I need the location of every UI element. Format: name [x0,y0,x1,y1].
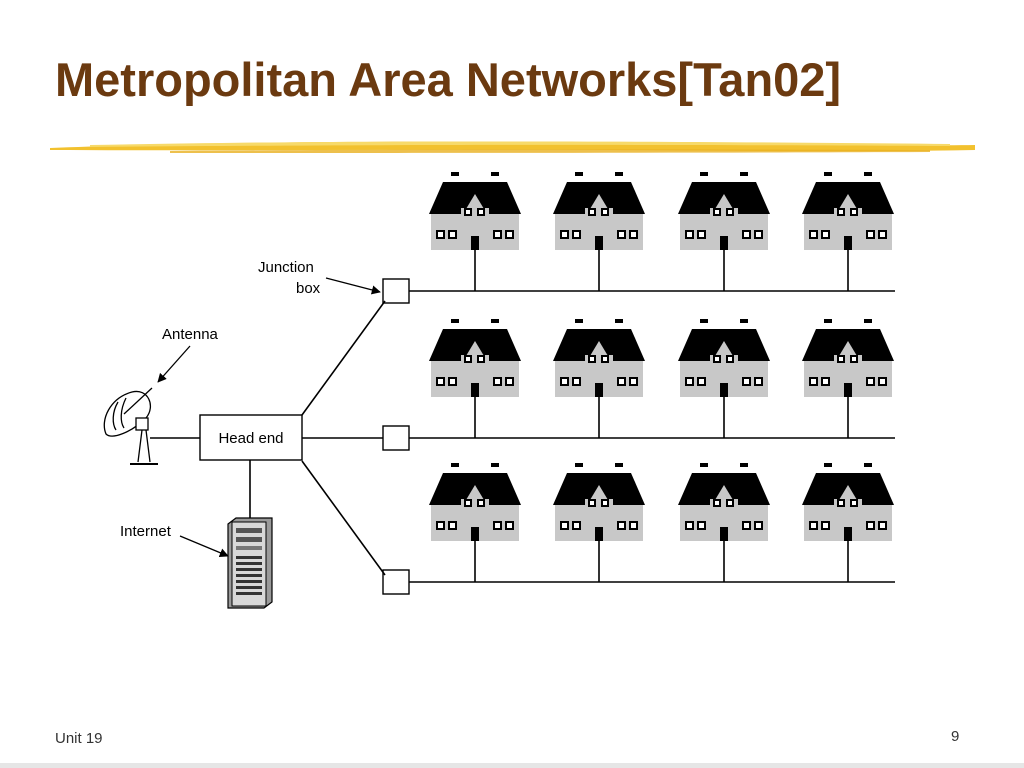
house-icon [678,172,770,250]
houses-row-2 [429,319,894,397]
house-icon [678,463,770,541]
internet-label: Internet [120,523,172,540]
junction-box-label-line1: Junction [258,259,314,276]
head-end-feeders [301,300,386,576]
house-icon [553,172,645,250]
junction-box-arrow [325,277,381,295]
junction-box-label-line2: box [296,280,321,297]
houses-row-3 [429,463,894,541]
server-tower-icon [227,517,273,609]
house-icon [802,319,894,397]
head-end-label: Head end [218,430,283,447]
junction-box [382,425,410,451]
house-icon [553,319,645,397]
house-icon [429,463,521,541]
house-icon [802,463,894,541]
bottom-divider [0,763,1024,768]
junction-box [382,278,410,304]
house-drop-lines [474,250,849,582]
house-icon [802,172,894,250]
house-icon [678,319,770,397]
house-icon [429,319,521,397]
title-underline-decoration [50,141,975,153]
page-number: 9 [951,728,960,745]
house-icon [553,463,645,541]
antenna-arrow [157,345,191,383]
house-icon [429,172,521,250]
antenna-label: Antenna [162,326,219,343]
cable-trunk-lines [409,290,895,583]
houses-row-1 [429,172,894,250]
slide-title: Metropolitan Area Networks[Tan02] [55,53,842,106]
footer-unit-label: Unit 19 [55,730,103,747]
junction-box [382,569,410,595]
satellite-dish-icon [103,387,158,465]
internet-arrow [179,535,229,558]
